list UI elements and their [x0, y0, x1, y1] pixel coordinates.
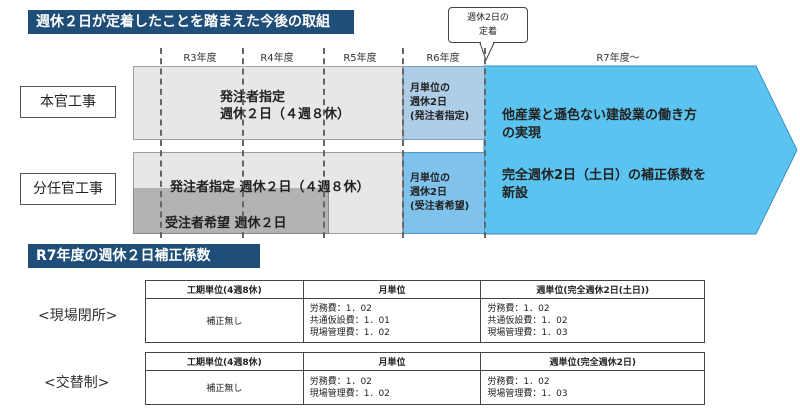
table-genba: 工期単位(4週8休) 月単位 週単位(完全週休2日(土日)) 補正無し 労務費：…: [145, 280, 705, 343]
table-genba-cell-1: 補正無し: [145, 298, 304, 343]
table-genba-cell-2-line-2: 共通仮設費：1．01: [309, 315, 390, 326]
divider-r3-start: [160, 48, 162, 238]
year-r5: R5年度: [343, 53, 377, 64]
table-genba-row: 補正無し 労務費：1．02 共通仮設費：1．01 現場管理費：1．02 労務費：…: [145, 298, 705, 343]
year-r4: R4年度: [260, 53, 294, 64]
callout-line-2: 定着: [478, 27, 497, 37]
table-koutai-cell-3-line-1: 労務費：1．02: [487, 376, 550, 387]
bunnin-r6-line-3: (受注者希望): [410, 201, 470, 212]
table-genba-cell-3: 労務費：1．02 共通仮設費：1．02 現場管理費：1．03: [480, 298, 705, 343]
bunnin-r6-line-1: 月単位の: [410, 173, 450, 184]
r7-text-line-2: の実現: [502, 126, 542, 141]
table-koutai-cell-1: 補正無し: [145, 370, 304, 405]
divider-r4-r5: [323, 48, 325, 238]
r7-text-line-4: 新設: [502, 186, 529, 201]
r7-text-block-1: 他産業と遜色ない建設業の働き方 の実現: [502, 107, 697, 143]
r7-arrow-shape: [483, 65, 798, 235]
table-genba-header-2: 月単位: [302, 280, 482, 299]
table-label-genba: <現場閉所>: [38, 308, 118, 324]
table-genba-cell-3-line-1: 労務費：1．02: [487, 303, 550, 314]
callout-line-1: 週休2日の: [467, 13, 509, 23]
bunnin-dark-text: 受注者希望 週休２日: [165, 216, 287, 231]
table-genba-header-3: 週単位(完全週休2日(土日)): [480, 280, 705, 299]
table-genba-cell-2-line-1: 労務費：1．02: [309, 303, 372, 314]
divider-r3-r4: [242, 48, 244, 238]
honkan-gray-bar: [133, 66, 403, 140]
divider-r5-r6: [402, 48, 404, 238]
honkan-r6-line-3: (発注者指定): [410, 111, 470, 122]
table-koutai-cell-2-line-1: 労務費：1．02: [309, 376, 372, 387]
table-koutai-row: 補正無し 労務費：1．02 現場管理費：1．02 労務費：1．02 現場管理費：…: [145, 370, 705, 405]
table-koutai-header-2: 月単位: [302, 352, 482, 371]
bunnin-dark-bar: [133, 188, 329, 234]
table-koutai-cell-2: 労務費：1．02 現場管理費：1．02: [302, 370, 482, 405]
r7-text-line-3: 完全週休2日（土日）の補正係数を: [502, 168, 707, 183]
table-koutai-cell-3-line-2: 現場管理費：1．03: [487, 388, 568, 399]
honkan-gray-text: 発注者指定 週休２日（４週８休）: [220, 89, 350, 123]
honkan-gray-line-1: 発注者指定: [220, 90, 286, 105]
year-r7: R7年度～: [596, 53, 640, 64]
table-genba-cell-2-line-3: 現場管理費：1．02: [309, 327, 390, 338]
table-genba-cell-2: 労務費：1．02 共通仮設費：1．01 現場管理費：1．02: [302, 298, 482, 343]
r7-text-block-2: 完全週休2日（土日）の補正係数を 新設: [502, 167, 706, 203]
bunnin-r6-text: 月単位の 週休2日 (受注者希望): [410, 172, 469, 214]
section-title-top: 週休２日が定着したことを踏まえた今後の取組: [28, 10, 354, 34]
honkan-r6-line-1: 月単位の: [410, 83, 450, 94]
table-koutai-header-row: 工期単位(4週8休) 月単位 週単位(完全週休2日): [145, 352, 705, 371]
bunnin-r6-line-2: 週休2日: [410, 187, 447, 198]
honkan-r6-text: 月単位の 週休2日 (発注者指定): [410, 82, 469, 124]
row-label-honkan: 本官工事: [20, 86, 116, 118]
honkan-r6-line-2: 週休2日: [410, 97, 447, 108]
divider-r6-r7: [484, 48, 486, 238]
table-koutai-cell-3: 労務費：1．02 現場管理費：1．03: [480, 370, 705, 405]
table-label-koutai: <交替制>: [44, 375, 110, 391]
r7-text-line-1: 他産業と遜色ない建設業の働き方: [502, 108, 698, 123]
bunnin-gray-text: 発注者指定 週休２日（４週８休）: [170, 180, 370, 195]
year-r3: R3年度: [183, 53, 217, 64]
year-r6: R6年度: [426, 53, 460, 64]
table-genba-cell-3-line-3: 現場管理費：1．03: [487, 327, 568, 338]
section-title-bottom: R7年度の週休２日補正係数: [28, 244, 260, 268]
bunnin-r6-box: [403, 152, 485, 234]
table-genba-cell-3-line-2: 共通仮設費：1．02: [487, 315, 568, 326]
table-genba-header-row: 工期単位(4週8休) 月単位 週単位(完全週休2日(土日)): [145, 280, 705, 299]
table-genba-header-1: 工期単位(4週8休): [145, 280, 304, 299]
row-label-bunnin: 分任官工事: [20, 173, 116, 205]
table-koutai-cell-2-line-2: 現場管理費：1．02: [309, 388, 390, 399]
table-koutai-header-3: 週単位(完全週休2日): [480, 352, 705, 371]
table-koutai-header-1: 工期単位(4週8休): [145, 352, 304, 371]
honkan-gray-line-2: 週休２日（４週８休）: [220, 107, 351, 122]
table-koutai: 工期単位(4週8休) 月単位 週単位(完全週休2日) 補正無し 労務費：1．02…: [145, 352, 705, 405]
